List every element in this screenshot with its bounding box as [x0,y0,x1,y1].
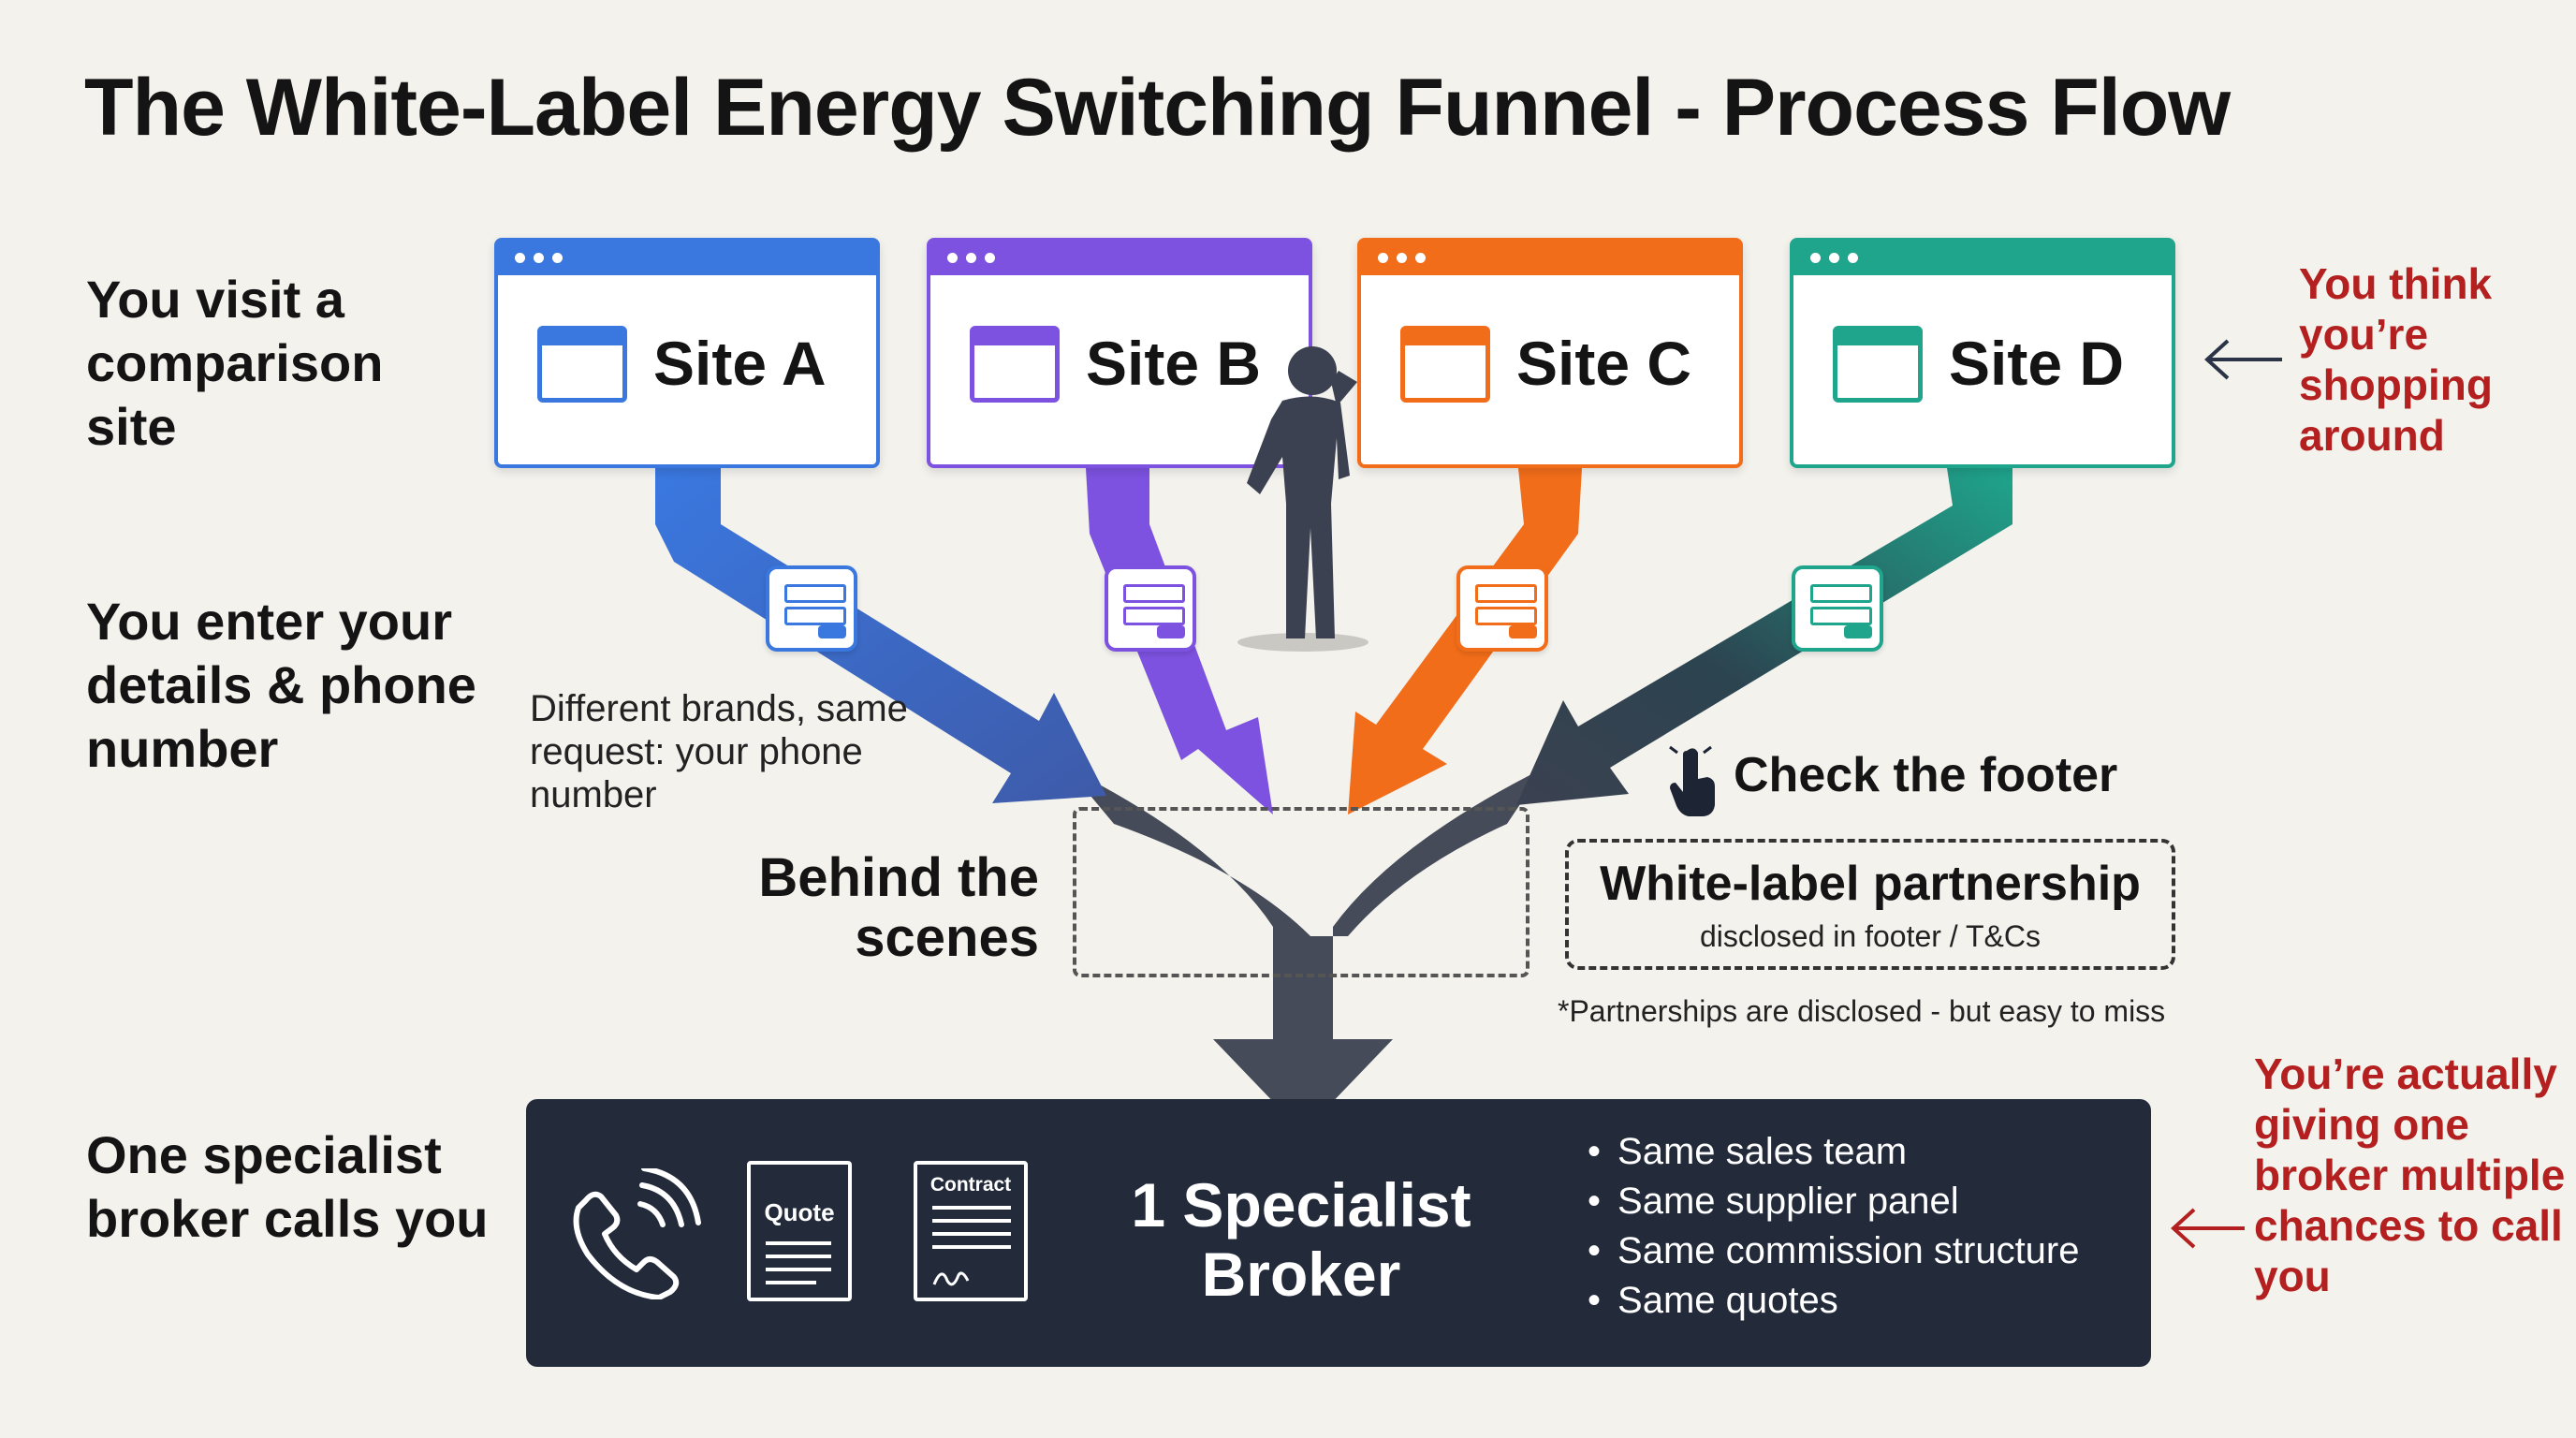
bullet-item: Same quotes [1588,1276,2080,1326]
site-label: Site B [1086,329,1262,398]
different-brands-note: Different brands, same request: your pho… [530,688,908,815]
arrow-left-icon-top [2204,339,2282,380]
pointer-hand-icon [1669,745,1715,816]
broker-title-line2: Broker [1201,1240,1401,1309]
quote-document-icon: Quote [747,1161,852,1301]
broker-title: 1 Specialist Broker [1076,1170,1526,1309]
arrow-left-icon-bottom [2171,1208,2245,1249]
form-icon-c [1456,565,1548,652]
row-label-enter: You enter your details & phone number [86,592,476,778]
form-icon-d [1792,565,1883,652]
contract-document-icon: Contract [914,1161,1028,1301]
site-card-d: Site D [1790,238,2175,468]
arrow-site-a [655,468,1106,803]
partnership-footnote: *Partnerships are disclosed - but easy t… [1558,994,2166,1028]
arrow-site-d [1516,468,2012,805]
check-footer-label: Check the footer [1734,748,2118,802]
window-bar [498,242,876,275]
form-icon-a [766,565,857,652]
site-card-c: Site C [1357,238,1743,468]
broker-title-line1: 1 Specialist [1131,1170,1471,1240]
site-card-b: Site B [927,238,1312,468]
window-bar [930,242,1309,275]
merge-funnel [1067,768,1544,1133]
form-icon-b [1105,565,1196,652]
page-title: The White-Label Energy Switching Funnel … [84,63,2231,153]
note-giving: You’re actually giving one broker multip… [2254,1049,2566,1300]
behind-scenes-label: Behind the scenes [758,847,1039,968]
contract-label: Contract [929,1174,1012,1196]
row-label-visit: You visit a comparison site [86,270,384,456]
partnership-box: White-label partnership disclosed in foo… [1565,839,2175,970]
site-label: Site A [653,329,827,398]
bullet-item: Same sales team [1588,1127,2080,1177]
window-icon [1400,326,1490,403]
window-icon [970,326,1060,403]
window-icon [537,326,627,403]
site-label: Site C [1516,329,1692,398]
bullet-item: Same commission structure [1588,1226,2079,1276]
window-icon [1833,326,1923,403]
site-label: Site D [1949,329,2125,398]
person-figure [1237,346,1368,652]
bullet-item: Same supplier panel [1588,1177,2080,1226]
site-card-a: Site A [494,238,880,468]
partnership-title: White-label partnership [1600,857,2141,911]
quote-label: Quote [764,1198,835,1226]
row-label-broker: One specialist broker calls you [86,1125,489,1248]
partnership-subtitle: disclosed in footer / T&Cs [1699,919,2041,953]
phone-icon [573,1168,701,1299]
broker-bullet-list: Same sales team Same supplier panel Same… [1588,1127,2080,1326]
note-shopping: You think you’re shopping around [2299,259,2493,460]
window-bar [1361,242,1739,275]
behind-scenes-box [1073,807,1530,977]
window-bar [1793,242,2172,275]
